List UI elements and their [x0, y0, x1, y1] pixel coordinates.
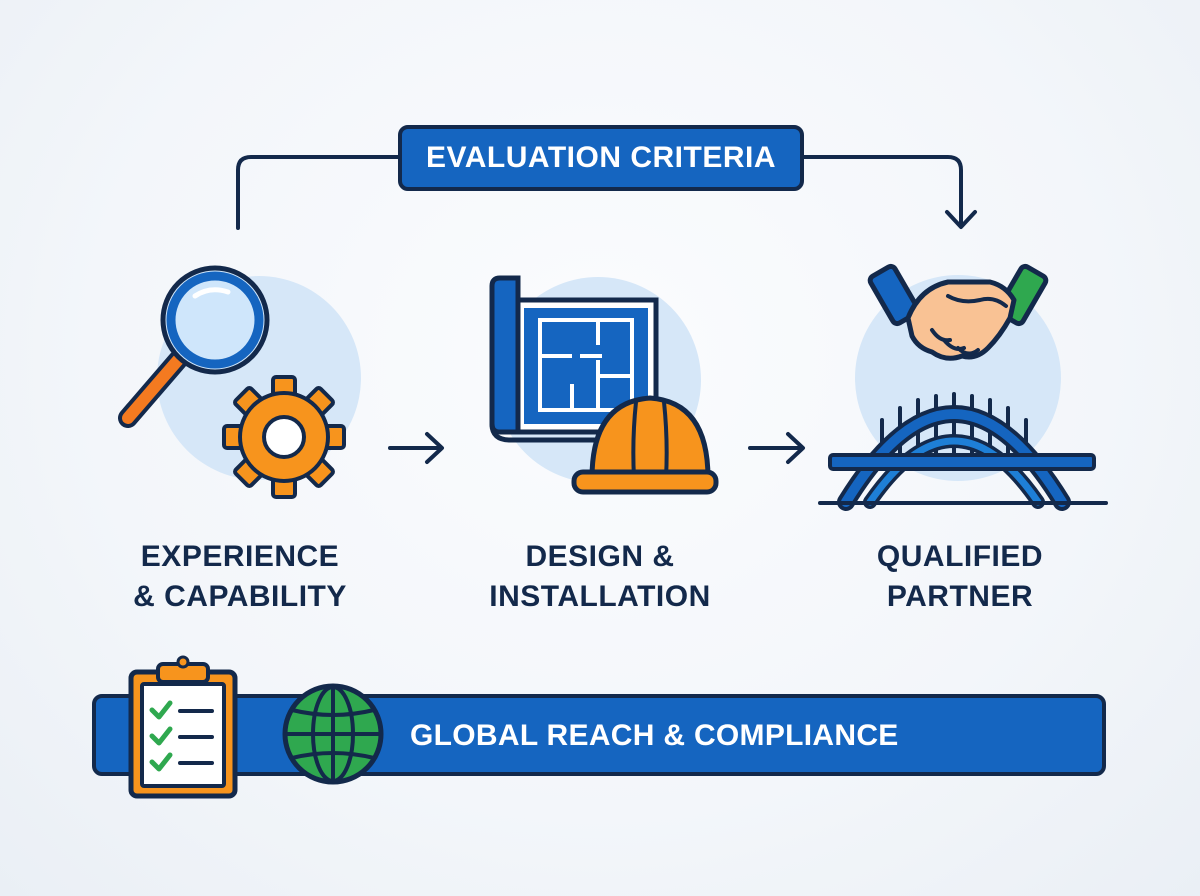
- magnifier-icon: [118, 265, 270, 428]
- stage-label-line: INSTALLATION: [489, 580, 711, 613]
- stage-label-experience: EXPERIENCE & CAPABILITY: [90, 537, 390, 617]
- flow-arrow-2: [748, 432, 805, 464]
- handshake-icon: [867, 263, 1049, 361]
- compliance-banner-label: GLOBAL REACH & COMPLIANCE: [410, 719, 899, 752]
- globe-icon: [282, 683, 384, 785]
- gear-icon: [222, 375, 346, 499]
- hard-hat-icon: [571, 395, 719, 495]
- stage-label-line: DESIGN &: [525, 540, 675, 573]
- blueprint-icon: [489, 275, 659, 443]
- stage-label-partner: QUALIFIED PARTNER: [810, 537, 1110, 617]
- stage-design-icon-group: [489, 275, 719, 495]
- stage-label-design: DESIGN & INSTALLATION: [450, 537, 750, 617]
- criteria-header-box: [398, 125, 804, 191]
- stage-label-line: QUALIFIED: [876, 540, 1044, 573]
- stage-label-line: & CAPABILITY: [133, 580, 347, 613]
- flow-arrow-1: [388, 432, 444, 464]
- checklist-clipboard-icon: [128, 655, 238, 799]
- stage-experience-icon-group: [118, 265, 361, 499]
- stage-label-line: EXPERIENCE: [140, 540, 340, 573]
- bridge-icon: [818, 392, 1108, 511]
- stage-partner-icon-group: [818, 263, 1108, 511]
- criteria-header-label: EVALUATION CRITERIA: [425, 141, 777, 174]
- criteria-connector: [236, 155, 977, 230]
- stage-label-line: PARTNER: [886, 580, 1034, 613]
